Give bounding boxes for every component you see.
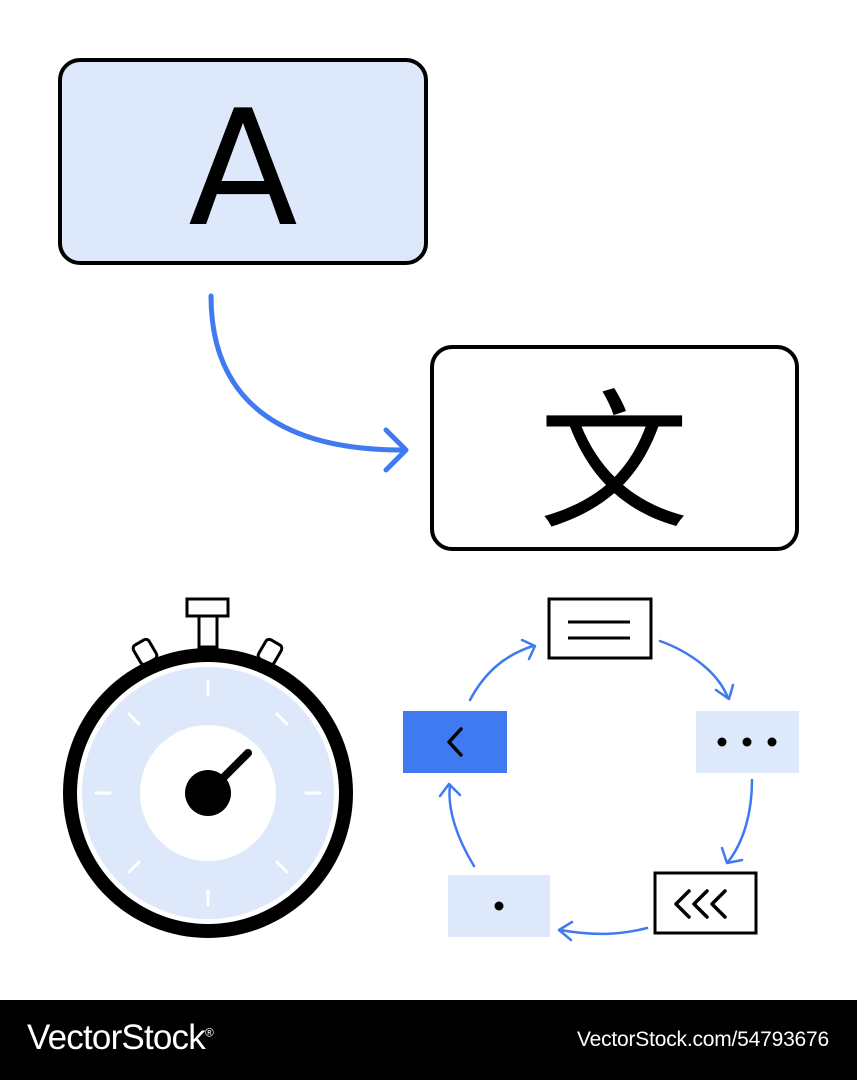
cycle-node-chevron-left — [403, 711, 507, 773]
brand-name: VectorStock — [27, 1018, 206, 1057]
cycle-node-dot — [448, 875, 550, 937]
illustration: A 文 — [58, 58, 799, 942]
cycle-node-text-lines — [547, 597, 653, 660]
target-glyph: 文 — [539, 377, 689, 551]
curved-arrow-right-icon — [208, 293, 409, 473]
stopwatch-icon — [63, 597, 353, 938]
brand-mark: ® — [204, 1025, 214, 1040]
cycle-arrows — [438, 638, 754, 942]
footer-bar: VectorStock® VectorStock.com/54793676 — [0, 1000, 857, 1080]
target-language-box: 文 — [430, 345, 799, 551]
process-cycle-icon — [403, 597, 799, 942]
image-reference: VectorStock.com/54793676 — [576, 1028, 829, 1051]
cycle-node-ellipsis — [696, 711, 799, 773]
source-language-box: A — [58, 58, 428, 265]
brand-logo: VectorStock® — [27, 1018, 214, 1058]
cycle-node-triple-chevron — [653, 871, 758, 935]
source-letter: A — [188, 75, 297, 262]
